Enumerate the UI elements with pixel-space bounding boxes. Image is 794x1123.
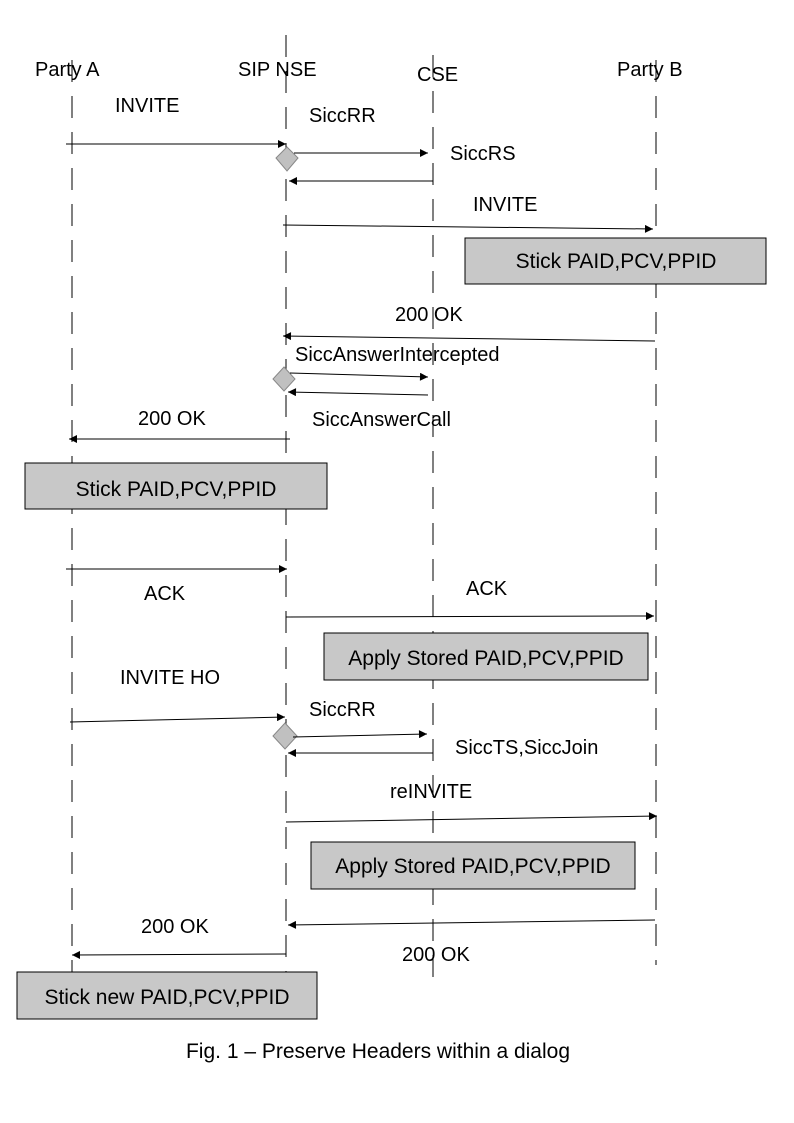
message-label: SiccAnswerCall <box>312 409 451 431</box>
message-label: 200 OK <box>395 304 463 326</box>
note-text: Stick PAID,PCV,PPID <box>516 250 717 273</box>
message-arrow <box>289 372 429 381</box>
message-label: 200 OK <box>402 944 470 966</box>
message-label: SiccRR <box>309 105 376 127</box>
message-arrow <box>282 224 654 233</box>
note-box <box>323 632 649 681</box>
message-arrow <box>69 713 286 723</box>
message-label: INVITE <box>115 95 179 117</box>
participant-party-b: Party B <box>617 59 683 81</box>
message-label: SiccRS <box>450 143 516 165</box>
note-text: Stick new PAID,PCV,PPID <box>44 986 289 1009</box>
participant-sip-nse: SIP NSE <box>238 59 317 81</box>
figure-caption: Fig. 1 – Preserve Headers within a dialo… <box>186 1040 570 1063</box>
message-arrow <box>287 388 429 397</box>
message-label: ACK <box>466 578 508 600</box>
note-box <box>24 462 328 510</box>
message-arrow <box>282 332 656 342</box>
note-text: Stick PAID,PCV,PPID <box>76 478 277 501</box>
decision-diamond <box>272 722 298 750</box>
note-box <box>16 971 318 1020</box>
decision-diamond <box>275 146 299 172</box>
note-text: Apply Stored PAID,PCV,PPID <box>348 647 623 670</box>
message-label: ACK <box>144 583 186 605</box>
note-box <box>310 841 636 890</box>
participant-party-a: Party A <box>35 59 100 81</box>
decision-diamond <box>272 366 296 392</box>
message-label: 200 OK <box>138 408 206 430</box>
message-arrow <box>292 730 428 739</box>
message-label: SiccTS,SiccJoin <box>455 737 598 759</box>
message-label: INVITE HO <box>120 667 220 689</box>
note-box <box>464 237 767 285</box>
participant-cse: CSE <box>417 64 458 86</box>
message-label: 200 OK <box>141 916 209 938</box>
message-label: reINVITE <box>390 781 472 803</box>
message-arrow <box>285 612 655 621</box>
message-arrow <box>287 919 656 929</box>
message-label: SiccRR <box>309 699 376 721</box>
message-label: SiccAnswerIntercepted <box>295 344 500 366</box>
message-label: INVITE <box>473 194 537 216</box>
message-arrow <box>71 950 287 959</box>
note-text: Apply Stored PAID,PCV,PPID <box>335 855 610 878</box>
message-arrow <box>285 812 658 823</box>
